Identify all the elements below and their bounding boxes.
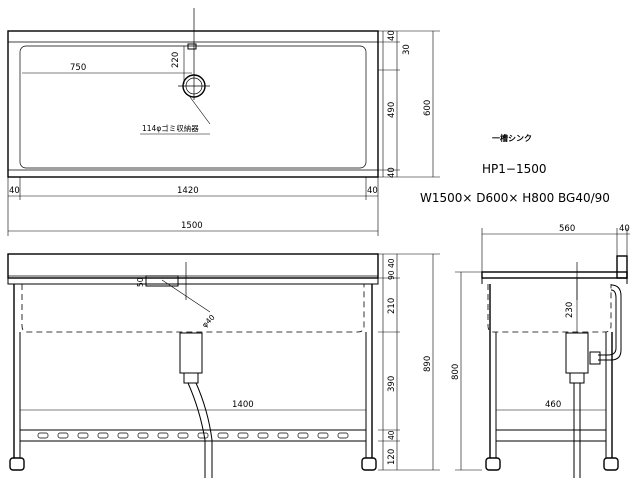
shelf-slot bbox=[137, 432, 149, 439]
front-basin-hidden bbox=[21, 284, 365, 333]
sv-foot-right bbox=[603, 457, 619, 471]
shelf-slot bbox=[257, 432, 269, 439]
product-spec: W1500× D600× H800 BG40/90 bbox=[420, 191, 610, 205]
product-type: 一槽シンク bbox=[492, 133, 532, 143]
dim-40-sv: 40 bbox=[619, 224, 630, 234]
shelf-slot bbox=[37, 432, 49, 439]
plan-basin bbox=[19, 45, 367, 169]
shelf-slot bbox=[117, 432, 129, 439]
dim-40-bottom: 40 bbox=[387, 167, 397, 178]
dim-890: 890 bbox=[423, 356, 433, 372]
dim-1420: 1420 bbox=[177, 186, 199, 196]
dim-1400: 1400 bbox=[232, 400, 254, 410]
shelf-slot bbox=[217, 432, 229, 439]
sv-top bbox=[481, 271, 628, 279]
drain-leader bbox=[189, 96, 211, 125]
dim-800: 800 bbox=[451, 364, 461, 380]
dim-phi40: φ40 bbox=[200, 313, 217, 330]
dim-30: 30 bbox=[402, 44, 412, 55]
dim-560: 560 bbox=[559, 224, 575, 234]
sv-drain-trap bbox=[565, 332, 589, 374]
dim-40-fv: 40 bbox=[387, 258, 396, 268]
drain-label: 114φゴミ収納器 bbox=[142, 123, 199, 133]
shelf-slot bbox=[97, 432, 109, 439]
shelf-slot bbox=[157, 432, 169, 439]
front-hose-right bbox=[195, 382, 213, 478]
shelf-slot bbox=[57, 432, 69, 439]
shelf-slot bbox=[297, 432, 309, 439]
sv-basin-hidden bbox=[487, 284, 612, 333]
front-drain-nut bbox=[183, 372, 199, 384]
shelf-slot bbox=[177, 432, 189, 439]
shelf-slot bbox=[277, 432, 289, 439]
dim-460: 460 bbox=[545, 400, 561, 410]
dim-210: 210 bbox=[387, 298, 397, 314]
shelf-slot bbox=[237, 432, 249, 439]
product-model: HP1−1500 bbox=[482, 162, 547, 176]
dim-40-left: 40 bbox=[9, 186, 20, 196]
dim-40-fv-b: 40 bbox=[387, 430, 396, 440]
title-block: 一槽シンク HP1−1500 W1500× D600× H800 BG40/90 bbox=[420, 133, 610, 205]
shelf-slot bbox=[337, 432, 349, 439]
dim-220: 220 bbox=[171, 52, 181, 68]
plan-outline bbox=[7, 30, 379, 178]
front-drain-trap bbox=[179, 332, 203, 374]
shelf-slot bbox=[317, 432, 329, 439]
front-foot-left bbox=[9, 457, 25, 471]
dim-1500: 1500 bbox=[181, 221, 203, 231]
front-overflow bbox=[145, 275, 179, 287]
dim-40-top: 40 bbox=[387, 30, 397, 41]
dim-600: 600 bbox=[423, 100, 433, 116]
front-hose-left bbox=[187, 382, 206, 478]
dim-120: 120 bbox=[387, 449, 397, 465]
front-view: 50 φ40 1400 bbox=[7, 253, 440, 478]
sv-overflow-outer bbox=[598, 284, 622, 361]
dim-90: 90 bbox=[387, 270, 396, 280]
dim-490: 490 bbox=[387, 102, 397, 118]
dim-230: 230 bbox=[565, 302, 575, 318]
sv-overflow-inner bbox=[598, 289, 617, 356]
front-rim bbox=[7, 277, 379, 285]
sv-drain-nut bbox=[569, 372, 585, 384]
undershelf-slots bbox=[37, 432, 349, 439]
front-backguard bbox=[7, 253, 379, 279]
dim-750: 750 bbox=[70, 63, 86, 73]
sv-overflow-joint bbox=[589, 351, 601, 365]
shelf-slot bbox=[77, 432, 89, 439]
dim-40-right: 40 bbox=[367, 186, 378, 196]
front-foot-right bbox=[361, 457, 377, 471]
shelf-slot bbox=[197, 432, 209, 439]
sv-backguard bbox=[616, 255, 628, 279]
phi40-leader bbox=[161, 279, 211, 313]
side-view: 800 560 40 230 460 bbox=[451, 224, 630, 478]
dim-50: 50 bbox=[136, 277, 145, 287]
dim-390: 390 bbox=[387, 376, 397, 392]
sv-foot-left bbox=[485, 457, 501, 471]
overflow-slot bbox=[187, 43, 197, 50]
plan-view: 750 220 114φゴミ収納器 40 30 490 40 600 40 14… bbox=[7, 8, 440, 236]
